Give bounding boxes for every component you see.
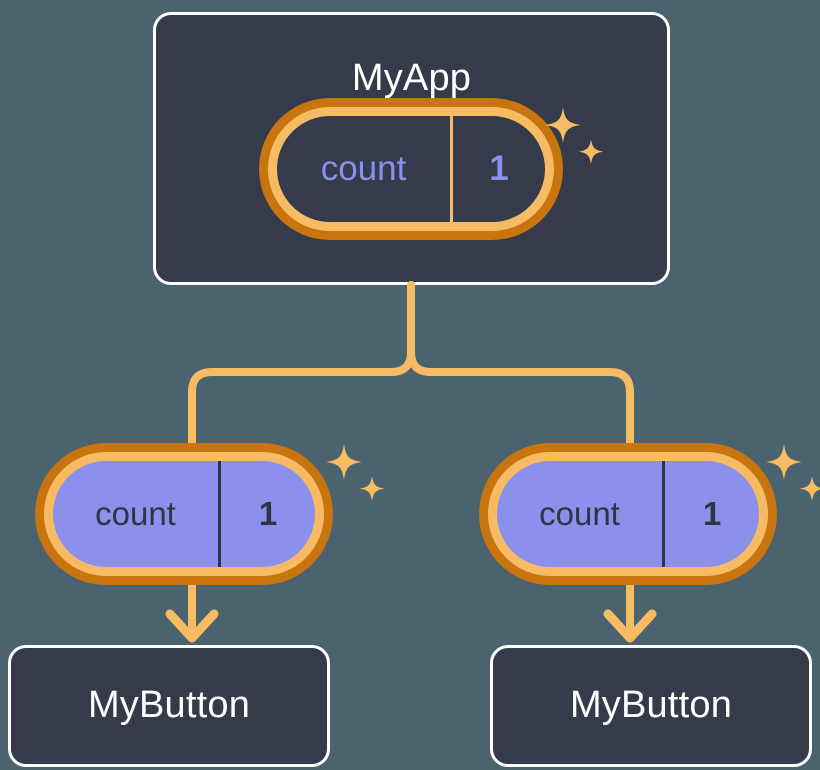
component-label-myapp: MyApp <box>351 57 472 99</box>
state-name-label: count <box>53 461 221 567</box>
arrow-down-icon <box>165 609 219 643</box>
component-card-mybutton-left[interactable]: MyButton <box>8 645 330 767</box>
connector-root-to-left-child <box>188 281 415 459</box>
state-value-label: 1 <box>702 495 722 532</box>
state-pill-child-right[interactable]: count 1 <box>488 452 768 576</box>
component-label-mybutton: MyButton <box>569 684 733 726</box>
state-name-label: count <box>497 461 665 567</box>
state-pill-child-left[interactable]: count 1 <box>44 452 324 576</box>
state-pill-root[interactable]: count 1 <box>268 107 554 231</box>
state-name-label: count <box>277 116 453 222</box>
component-label-mybutton: MyButton <box>87 684 251 726</box>
component-card-mybutton-right[interactable]: MyButton <box>490 645 812 767</box>
state-value-label: 1 <box>489 149 509 188</box>
connector-root-to-right-child <box>407 281 634 459</box>
state-value-label: 1 <box>258 495 278 532</box>
arrow-down-icon <box>603 609 657 643</box>
